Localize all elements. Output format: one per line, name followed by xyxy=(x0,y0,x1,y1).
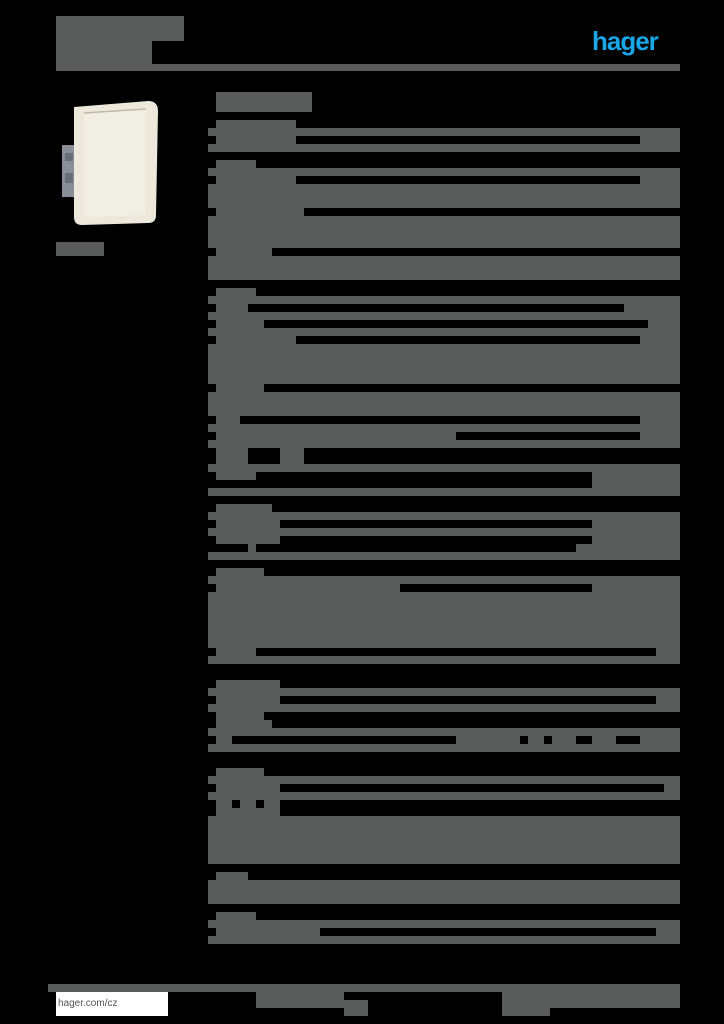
footer-website-link[interactable]: hager.com/cz xyxy=(56,992,168,1016)
product-caption xyxy=(56,242,104,256)
footer-center-block-2 xyxy=(344,1000,368,1016)
hager-logo[interactable]: hager xyxy=(592,26,659,56)
footer-page-block-2 xyxy=(502,1008,550,1016)
section-title xyxy=(216,92,312,112)
footer-center-block xyxy=(256,992,344,1008)
document-subtitle-block xyxy=(56,41,152,71)
header-rule xyxy=(152,64,680,71)
footer-page-block xyxy=(502,992,680,1008)
section-title-underline xyxy=(216,108,312,110)
document-title-block xyxy=(56,16,184,41)
footer-rule xyxy=(48,984,680,992)
product-image xyxy=(62,101,158,225)
